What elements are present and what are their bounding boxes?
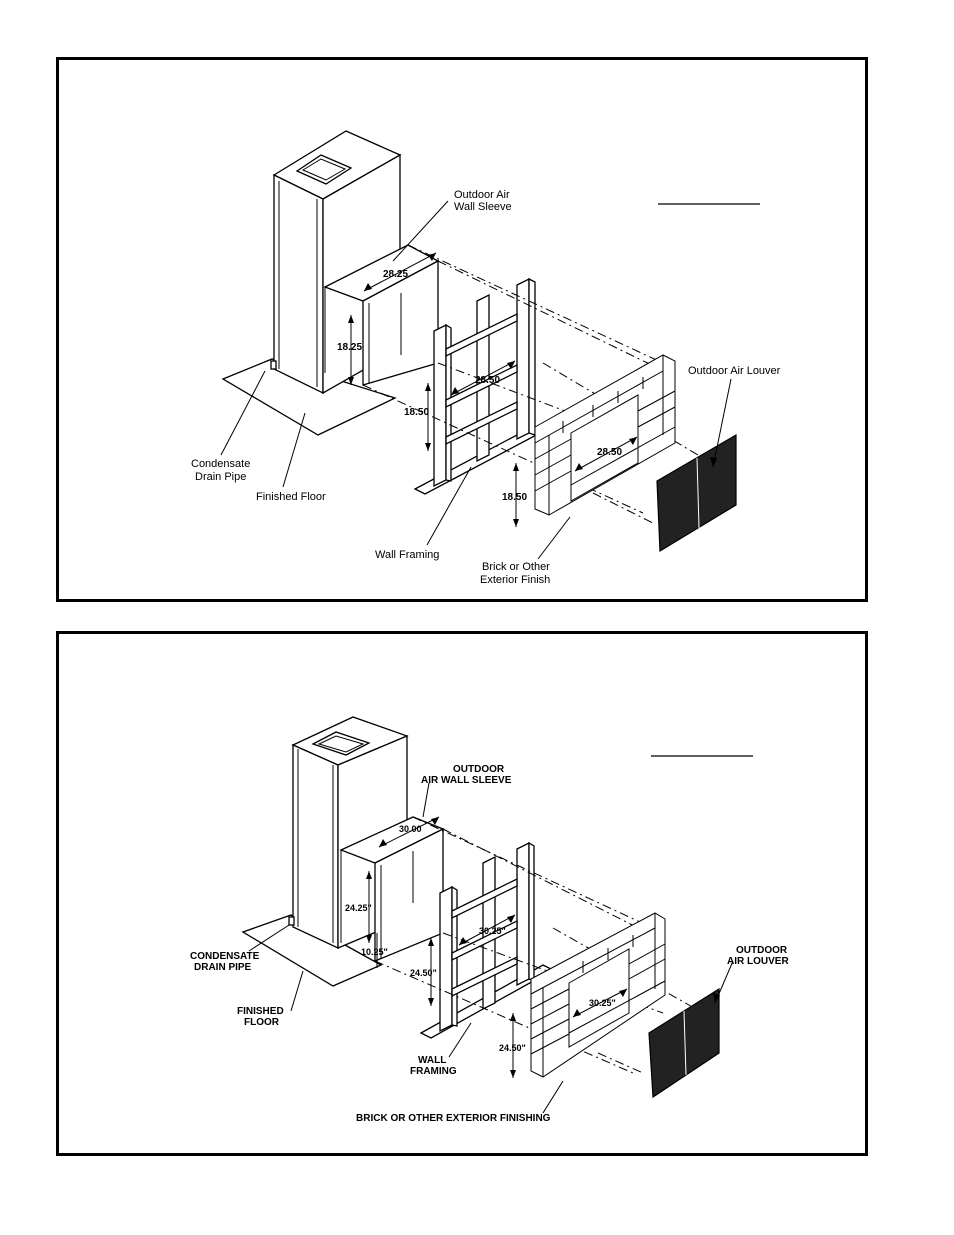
- diagram-panel-top: 28.25 18.25 28.50 18.50 28.50 18.50 Outd…: [56, 57, 868, 602]
- label-wall-framing: Wall Framing: [375, 549, 439, 561]
- dim-frame-height: 18.50: [404, 407, 429, 418]
- brick-wall: [534, 354, 676, 516]
- outdoor-air-louver: [648, 987, 720, 1099]
- label-finished-floor: FINISHED FLOOR: [237, 1006, 286, 1028]
- finished-floor-plate: [221, 358, 397, 436]
- dim-frame-width: 28.50: [475, 375, 500, 386]
- unit-top-grille: [295, 154, 353, 185]
- label-finished-floor: Finished Floor: [256, 491, 326, 503]
- installation-diagram-top: 28.25 18.25 28.50 18.50 28.50 18.50 Outd…: [191, 130, 781, 586]
- label-outdoor-air-louver: OUTDOOR AIR LOUVER: [727, 945, 790, 967]
- dim-brick-height: 18.50: [502, 492, 527, 503]
- condensate-drain-stub: [270, 360, 277, 370]
- dim-brick-width: 28.50: [597, 447, 622, 458]
- unit-top-grille: [311, 731, 371, 756]
- dim-frame-height: 24.50": [410, 968, 437, 978]
- unit-side: [292, 743, 339, 950]
- label-outdoor-air-louver: Outdoor Air Louver: [688, 365, 781, 377]
- label-wall-sleeve: OUTDOOR AIR WALL SLEEVE: [421, 764, 512, 786]
- dim-sleeve-height: 18.25: [337, 342, 362, 353]
- dim-sleeve-width: 28.25: [383, 269, 408, 280]
- label-wall-sleeve: Outdoor Air Wall Sleeve: [454, 189, 513, 213]
- label-condensate-drain: CONDENSATE DRAIN PIPE: [190, 951, 262, 973]
- installation-diagram-bottom: 30.00 24.25" 10.25" 30.25" 24.50" 30.25"…: [190, 716, 790, 1124]
- dim-frame-width: 30.25": [479, 926, 506, 936]
- outdoor-air-louver: [656, 433, 737, 553]
- label-brick-finish: Brick or Other Exterior Finish: [480, 561, 553, 586]
- label-wall-framing: WALL FRAMING: [410, 1055, 457, 1077]
- label-condensate-drain: Condensate Drain Pipe: [191, 458, 253, 483]
- dim-sleeve-height: 24.25": [345, 903, 372, 913]
- dim-brick-width: 30.25": [589, 998, 616, 1008]
- dim-sleeve-offset: 10.25": [361, 947, 388, 957]
- unit-side: [273, 173, 324, 395]
- dim-sleeve-width: 30.00: [399, 824, 422, 834]
- wall-framing: [419, 841, 555, 1039]
- condensate-drain-stub: [288, 916, 295, 926]
- diagram-panel-bottom: 30.00 24.25" 10.25" 30.25" 24.50" 30.25"…: [56, 631, 868, 1156]
- wall-framing: [413, 277, 544, 495]
- label-brick-finish: BRICK OR OTHER EXTERIOR FINISHING: [356, 1113, 551, 1124]
- dim-brick-height: 24.50": [499, 1043, 526, 1053]
- brick-wall: [530, 912, 666, 1078]
